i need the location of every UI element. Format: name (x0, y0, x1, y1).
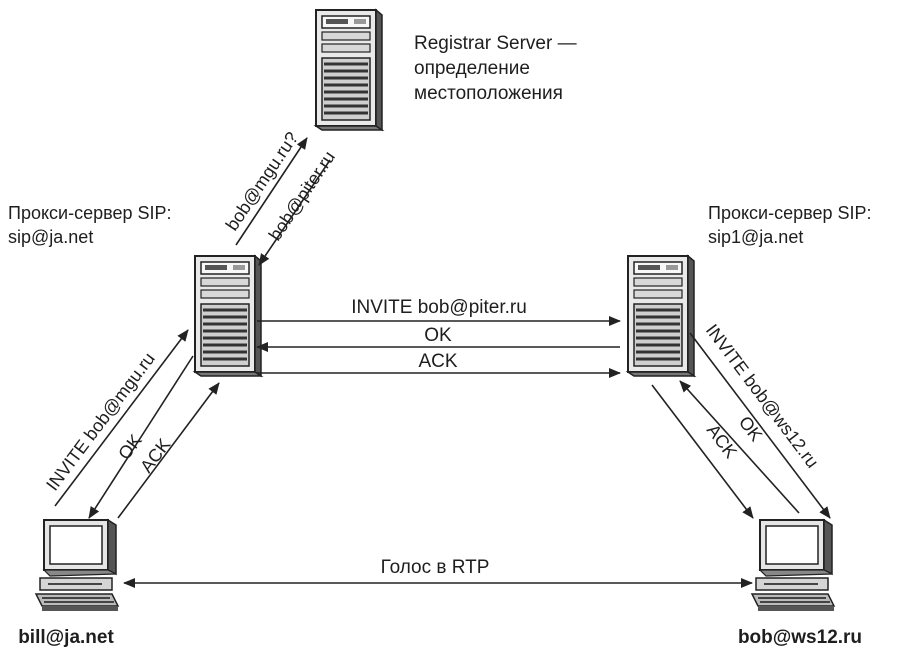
ack-left-arrow (117, 382, 220, 519)
ok-proxy-label: OK (424, 325, 452, 346)
registrar-line2: определение (414, 58, 530, 79)
registrar-title: Registrar Server — (414, 33, 577, 54)
registrar-server-icon (314, 8, 384, 132)
ack-right-label: ACK (703, 420, 741, 462)
ack-proxy-label: ACK (418, 351, 457, 372)
registrar-line3: местоположения (414, 83, 563, 104)
invite-left-label: INVITE bob@mgu.ru (42, 349, 159, 495)
invite-left-arrow (54, 329, 189, 507)
invite-right-arrow (689, 332, 831, 519)
ok-left-arrow (88, 355, 194, 519)
right-computer-icon (751, 519, 835, 612)
right-client-label: bob@ws12.ru (738, 627, 862, 648)
right-proxy-server-icon (626, 254, 696, 378)
left-computer-icon (35, 519, 119, 612)
left-client-label: bill@ja.net (18, 627, 114, 648)
registrar-query-arrow (235, 137, 308, 246)
right-proxy-label: Прокси-сервер SIP: (708, 203, 872, 223)
right-proxy-address: sip1@ja.net (708, 227, 803, 247)
ok-right-label: OK (735, 412, 767, 445)
left-proxy-label: Прокси-сервер SIP: (8, 203, 172, 223)
registrar-reply-arrow (258, 159, 331, 266)
ack-right-arrow (651, 384, 754, 519)
ok-right-arrow (679, 380, 800, 514)
left-proxy-address: sip@ja.net (8, 227, 93, 247)
voice-label: Голос в RTP (381, 557, 490, 578)
invite-proxy-label: INVITE bob@piter.ru (351, 297, 527, 318)
left-proxy-server-icon (193, 254, 263, 378)
